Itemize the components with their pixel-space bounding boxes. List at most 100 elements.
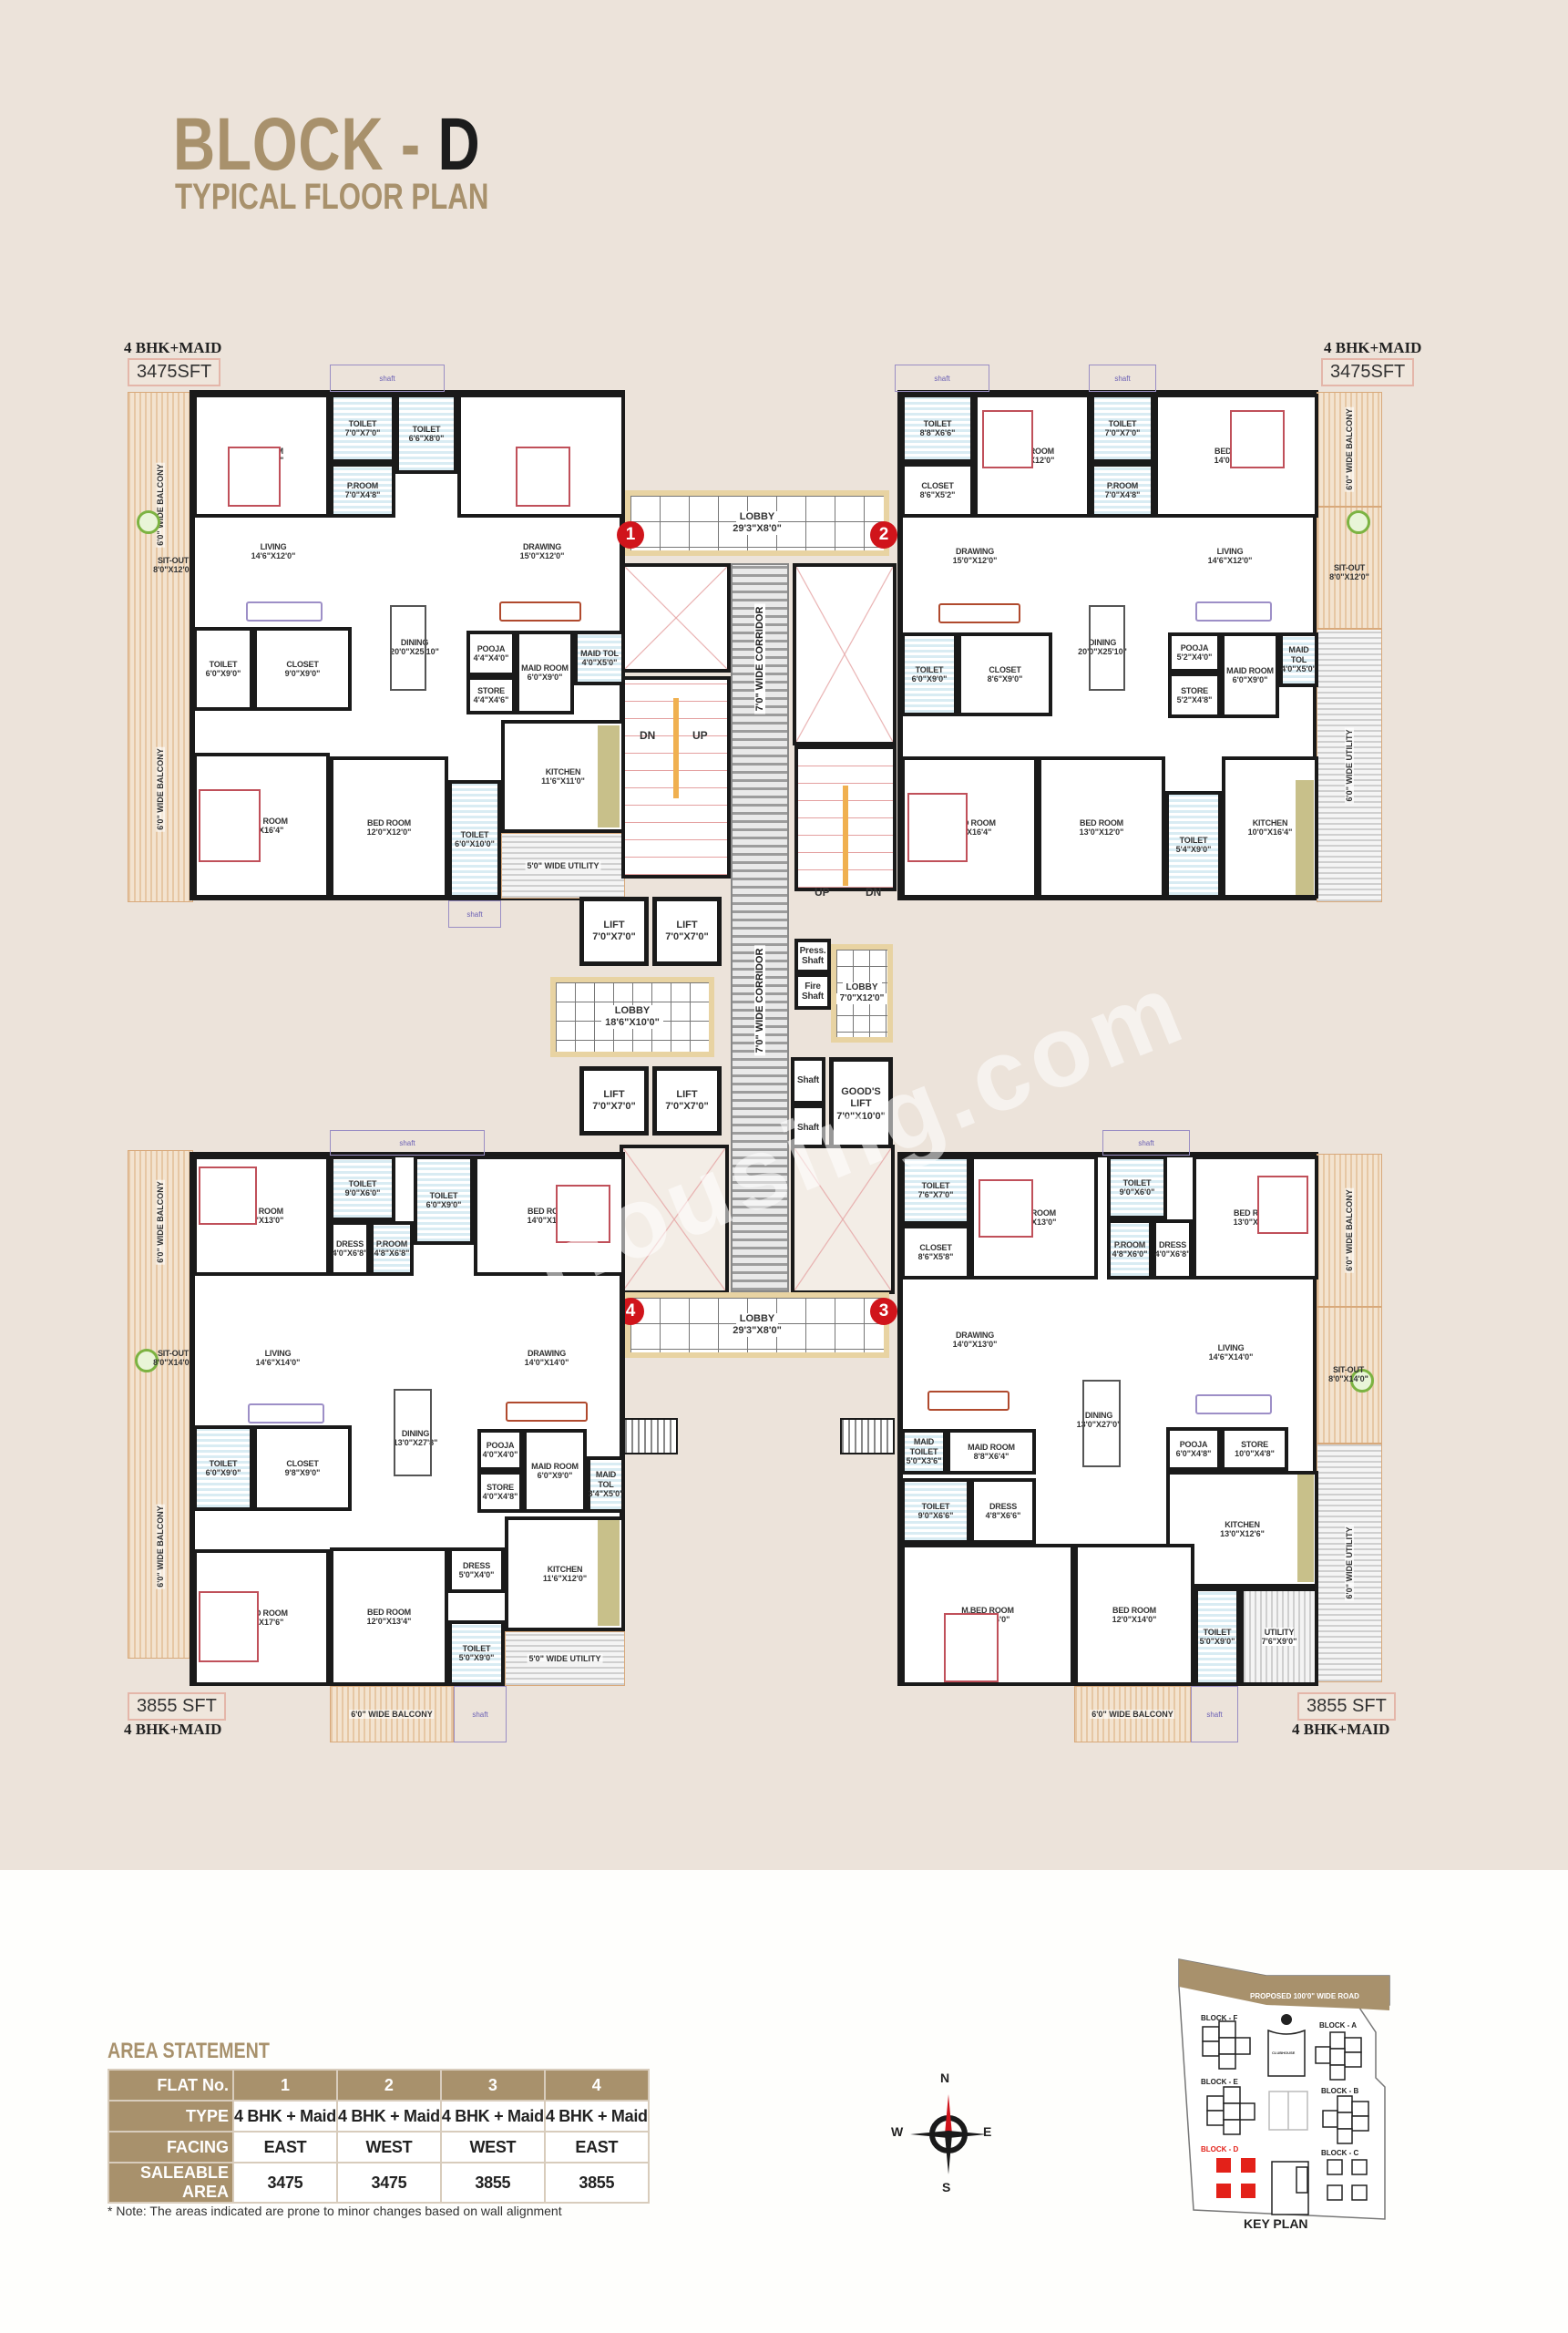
room-dim: 14'6"X14'0" — [1208, 1352, 1254, 1362]
bed-icon — [1230, 410, 1285, 468]
room-dim: 7'0"X7'0" — [344, 428, 381, 437]
room-name: DINING — [1084, 1410, 1113, 1420]
room-name: STORE — [1181, 685, 1208, 695]
room-dim: 8'8"X6'6" — [919, 428, 956, 437]
room-dim: 8'8"X6'4" — [973, 1452, 1009, 1461]
room-name: M.BED ROOM — [961, 1605, 1014, 1615]
room-name: MAID ROOM — [968, 1442, 1015, 1452]
room-dim: 5'2"X4'0" — [1176, 653, 1213, 662]
room-dim: 7'6"X9'0" — [1261, 1637, 1297, 1647]
room-dim: 7'6"X7'0" — [917, 1190, 954, 1199]
room-name: BED ROOM — [367, 1607, 411, 1617]
flat3-balcony: 6'0" WIDE BALCONY — [1317, 1154, 1382, 1307]
bed-icon — [199, 789, 261, 862]
lobby-name: LOBBY — [610, 1004, 654, 1017]
room-name: M.BED ROOM — [943, 817, 996, 827]
compass-south: S — [942, 2180, 951, 2194]
room-dim: 8'6"X5'8" — [917, 1252, 954, 1261]
room-name: TOILET — [412, 424, 441, 434]
type-cell: 4 BHK + Maid — [232, 2100, 338, 2133]
flat1-area-label: 3475SFT — [128, 358, 221, 386]
open-to-sky-void — [620, 1145, 729, 1294]
lobby-dim: 7'0"X12'0" — [835, 993, 888, 1004]
sofa-icon — [248, 1403, 324, 1423]
open-to-sky-void — [621, 563, 731, 673]
room-name: M.BED ROOM — [235, 816, 288, 826]
stair-up-label: UP — [692, 729, 708, 742]
room-dim: 4'8"X6'6" — [985, 1511, 1021, 1520]
stair-dn-label: DN — [640, 729, 656, 742]
room-dim: 13'6"X13'0" — [239, 1216, 284, 1225]
lobby-dim: 29'3"X8'0" — [729, 1325, 785, 1338]
entry-steps — [623, 1418, 678, 1454]
room-name: DINING — [400, 637, 429, 647]
shaft-label: Shaft — [796, 1075, 819, 1086]
flat-marker-1: 1 — [617, 521, 644, 549]
room-dim: 5'0"X3'6" — [906, 1456, 942, 1466]
room-dim: 15'0"X12'0" — [519, 551, 565, 560]
stair-handrail — [843, 786, 848, 886]
room-name: M.BED ROOM — [235, 1608, 288, 1618]
flat-marker-2: 2 — [870, 521, 897, 549]
flat-number-cell: 2 — [335, 2069, 442, 2102]
room-dim: 13'0"X27'0" — [1076, 1420, 1122, 1429]
row-header-flat: FLAT No. — [108, 2069, 234, 2102]
key-plan-block-b: BLOCK - B — [1321, 2087, 1359, 2095]
room-name: BED ROOM — [1080, 817, 1123, 827]
bed-icon — [516, 447, 570, 507]
room-name: SIT-OUT — [1332, 1364, 1365, 1374]
bed-icon — [1257, 1176, 1308, 1234]
flat3-type-label: 4 BHK+MAID — [1292, 1721, 1390, 1738]
bed-icon — [907, 793, 968, 862]
room-name: DINING — [401, 1428, 430, 1438]
lift-dim: 7'0"X7'0" — [665, 931, 709, 942]
lift-name: LIFT — [850, 1098, 872, 1110]
bed-icon — [979, 1179, 1033, 1238]
room-name: SIT-OUT — [157, 1348, 190, 1358]
room-name: SIT-OUT — [157, 555, 190, 565]
key-plan-block-c: BLOCK - C — [1321, 2149, 1359, 2157]
utility-label: 6'0" WIDE UTILITY — [1345, 1525, 1354, 1601]
flat4-type-label: 4 BHK+MAID — [124, 1721, 222, 1738]
room-name: TOILET — [460, 829, 489, 839]
room-dim: 4'0"X4'0" — [482, 1450, 518, 1459]
dining-table-icon — [394, 1389, 432, 1476]
room-dim: 11'6"X11'0" — [541, 776, 585, 786]
room-dim: 20'0"X25'10" — [390, 647, 439, 656]
row-header-facing: FACING — [108, 2131, 234, 2163]
room-dim: 8'0"X14'0" — [1328, 1374, 1368, 1383]
flat-number-cell: 3 — [439, 2069, 546, 2102]
area-note: * Note: The areas indicated are prone to… — [108, 2204, 562, 2218]
room-dim: 5'0"X9'0" — [458, 1653, 495, 1662]
area-statement-table: FLAT No. 1 2 3 4 TYPE 4 BHK + Maid 4 BHK… — [108, 2069, 650, 2204]
key-plan-block-d: BLOCK - D — [1201, 2145, 1239, 2153]
room-dim: 10'0"X4'8" — [1235, 1449, 1275, 1458]
room-dim: 4'0"X4'8" — [482, 1492, 518, 1501]
type-cell: 4 BHK + Maid — [543, 2100, 650, 2133]
room-name: TOILET — [462, 1643, 491, 1653]
sofa-icon — [1195, 1394, 1272, 1414]
room-dim: 12'0"X13'4" — [366, 1617, 412, 1626]
room-name: CLOSET — [919, 1242, 952, 1252]
compass-needle-icon — [910, 2094, 987, 2174]
kitchen-counter — [1296, 780, 1314, 895]
